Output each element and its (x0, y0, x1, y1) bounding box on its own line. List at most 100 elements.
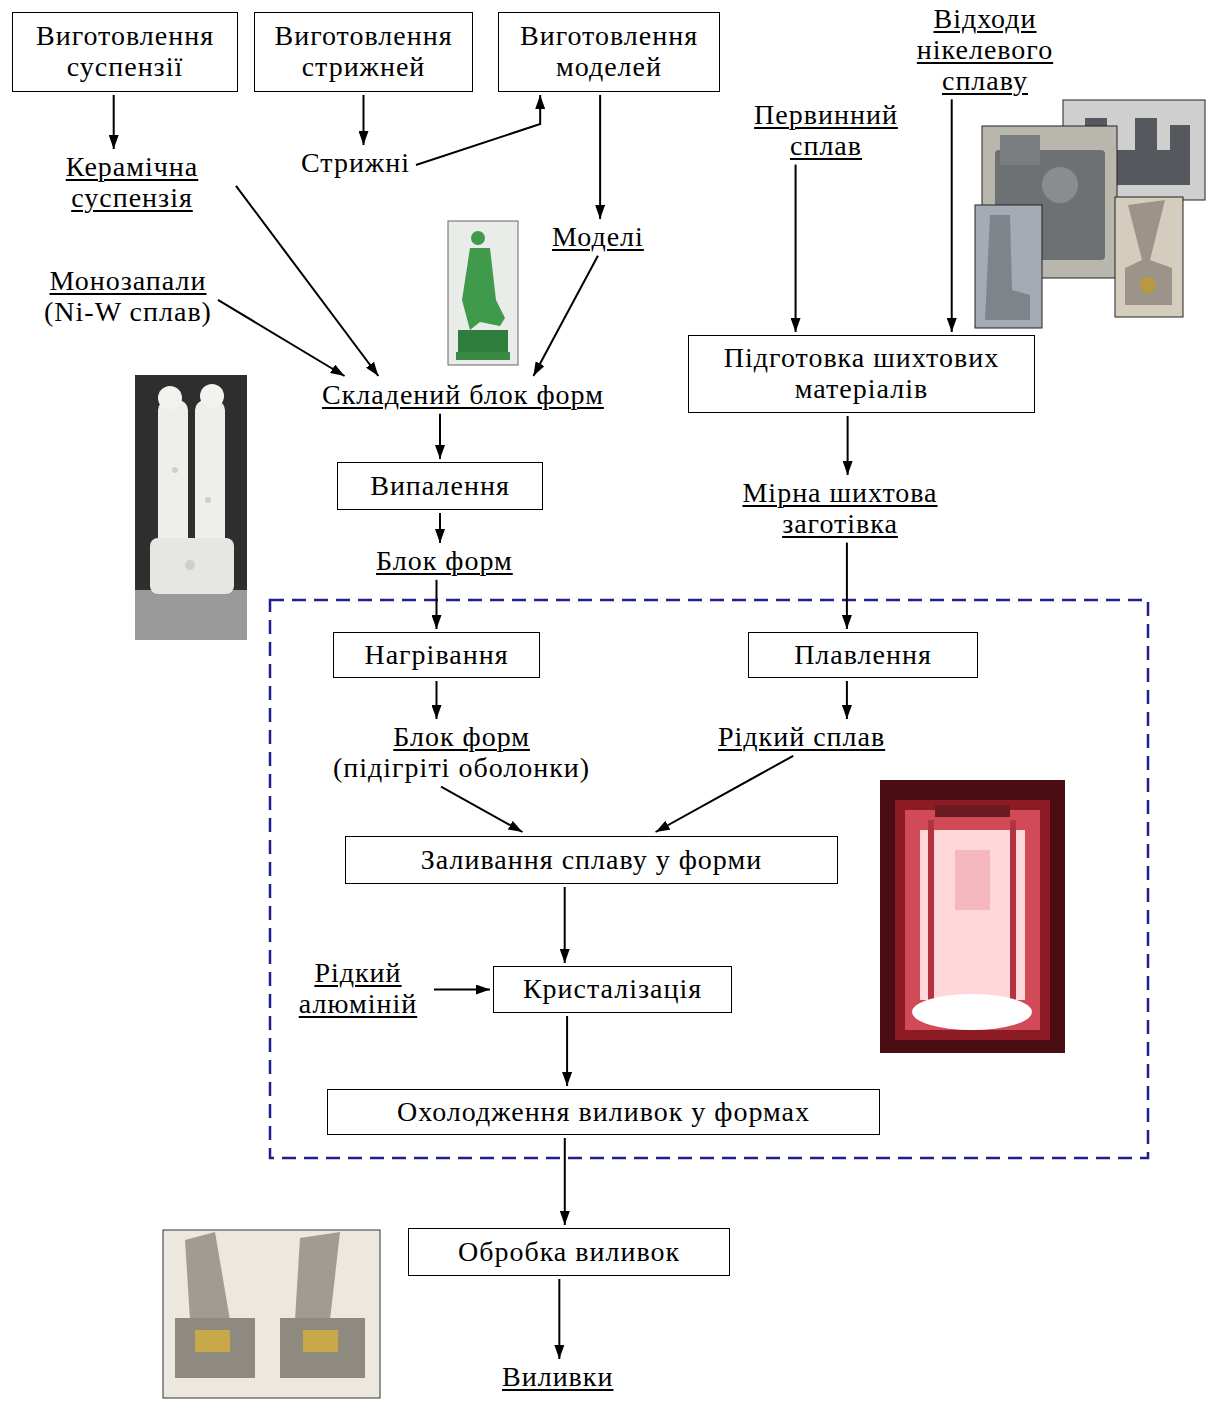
flow-arrow (951, 99, 953, 332)
scrap-figure (1170, 125, 1190, 160)
node-text: Моделі (552, 222, 644, 253)
node-text: Рідкий алюміній (288, 958, 428, 1020)
node-text: Стрижні (301, 148, 410, 179)
shell-figure (150, 538, 234, 594)
node-text: (підігріті оболонки) (333, 753, 590, 784)
material-label: Моделі (552, 222, 644, 253)
furnace-photo (895, 800, 1050, 1040)
material-label: Відходи нікелевого сплаву (885, 4, 1085, 96)
process-box: Підготовка шихтових матеріалів (688, 335, 1035, 413)
flow-arrow (846, 681, 848, 719)
flow-arrow (436, 580, 438, 629)
casting-figure (185, 1232, 230, 1320)
flow-arrow (236, 186, 378, 376)
scrap-photo (1115, 197, 1183, 317)
flow-arrow (533, 256, 598, 376)
casting-figure (295, 1232, 340, 1320)
material-label: Мірна шихтова заготівка (705, 478, 975, 540)
node-text: Нагрівання (364, 640, 508, 671)
scrap-photo (975, 205, 1042, 328)
process-box: Охолодження виливок у формах (327, 1089, 880, 1135)
process-box: Плавлення (748, 632, 978, 678)
flow-arrow (441, 787, 522, 832)
flow-arrow (439, 414, 441, 459)
node-text: (Ni-W сплав) (44, 297, 212, 328)
scrap-figure (985, 215, 1030, 320)
flow-arrow (564, 1138, 566, 1225)
node-text: Виливки (502, 1362, 613, 1393)
process-box: Нагрівання (333, 632, 540, 678)
dashed-region (270, 600, 1148, 1158)
flow-arrow (218, 300, 345, 376)
node-text: Відходи нікелевого сплаву (885, 4, 1085, 96)
shell-photo (135, 590, 247, 640)
model-figure (471, 231, 485, 245)
flow-arrow (566, 1016, 568, 1086)
node-text: Кристалізація (523, 974, 702, 1005)
process-box: Виготовлення моделей (498, 12, 720, 92)
process-box: Виготовлення суспензії (12, 12, 238, 92)
node-text: Виготовлення моделей (509, 21, 709, 83)
node-text: Складений блок форм (322, 380, 604, 411)
casting-figure (303, 1330, 338, 1352)
process-box: Випалення (337, 462, 543, 510)
process-box: Обробка виливок (408, 1228, 730, 1276)
castings-photo (163, 1230, 380, 1398)
node-text: Мірна шихтова заготівка (705, 478, 975, 540)
material-label: Блок форм (376, 546, 513, 577)
furnace-part (928, 820, 934, 1020)
node-text: Блок форм (333, 722, 590, 753)
scrap-figure (1125, 200, 1172, 305)
material-label: Блок форм(підігріті оболонки) (333, 722, 590, 784)
casting-figure (280, 1318, 365, 1378)
flow-arrow (416, 95, 540, 165)
shell-figure (158, 400, 188, 550)
flow-arrow (363, 95, 365, 145)
node-text: Підготовка шихтових матеріалів (699, 343, 1024, 405)
node-text: Виготовлення суспензії (23, 21, 227, 83)
flow-arrow (439, 513, 441, 543)
material-label: Виливки (502, 1362, 613, 1393)
flow-arrow (436, 681, 438, 719)
material-label: Керамічна суспензія (32, 152, 232, 214)
scrap-figure (1042, 167, 1078, 203)
flow-arrow (599, 95, 601, 219)
shell-figure (205, 497, 211, 503)
shell-photo (135, 375, 247, 640)
furnace-part (1010, 820, 1016, 1020)
node-text: Рідкий сплав (718, 722, 885, 753)
casting-figure (175, 1318, 255, 1378)
node-text: Охолодження виливок у формах (397, 1097, 810, 1128)
node-text: Плавлення (794, 640, 932, 671)
shell-figure (185, 560, 195, 570)
flow-arrow (846, 543, 848, 629)
material-label: Монозапали(Ni-W сплав) (44, 266, 212, 328)
material-label: Стрижні (301, 148, 410, 179)
shell-figure (172, 467, 178, 473)
furnace-part (935, 805, 1010, 817)
process-box: Заливання сплаву у форми (345, 836, 838, 884)
node-text: Випалення (370, 471, 510, 502)
flow-arrow (564, 887, 566, 963)
node-text: Виготовлення стрижней (265, 21, 462, 83)
material-label: Складений блок форм (322, 380, 604, 411)
model-photo (448, 221, 518, 365)
flow-arrow (795, 165, 797, 332)
furnace-glow (920, 830, 1025, 1000)
node-text: Заливання сплаву у форми (421, 845, 762, 876)
node-text: Монозапали (44, 266, 212, 297)
node-text: Первинний сплав (726, 100, 926, 162)
casting-figure (195, 1330, 230, 1352)
furnace-photo (880, 780, 1065, 1053)
material-label: Первинний сплав (726, 100, 926, 162)
furnace-part (955, 850, 990, 910)
model-figure (462, 248, 505, 330)
shell-figure (158, 386, 182, 410)
shell-figure (195, 400, 225, 550)
node-text: Обробка виливок (458, 1237, 680, 1268)
flow-arrow (847, 416, 849, 475)
shell-figure (200, 384, 224, 408)
material-label: Рідкий сплав (718, 722, 885, 753)
process-box: Кристалізація (493, 966, 732, 1013)
